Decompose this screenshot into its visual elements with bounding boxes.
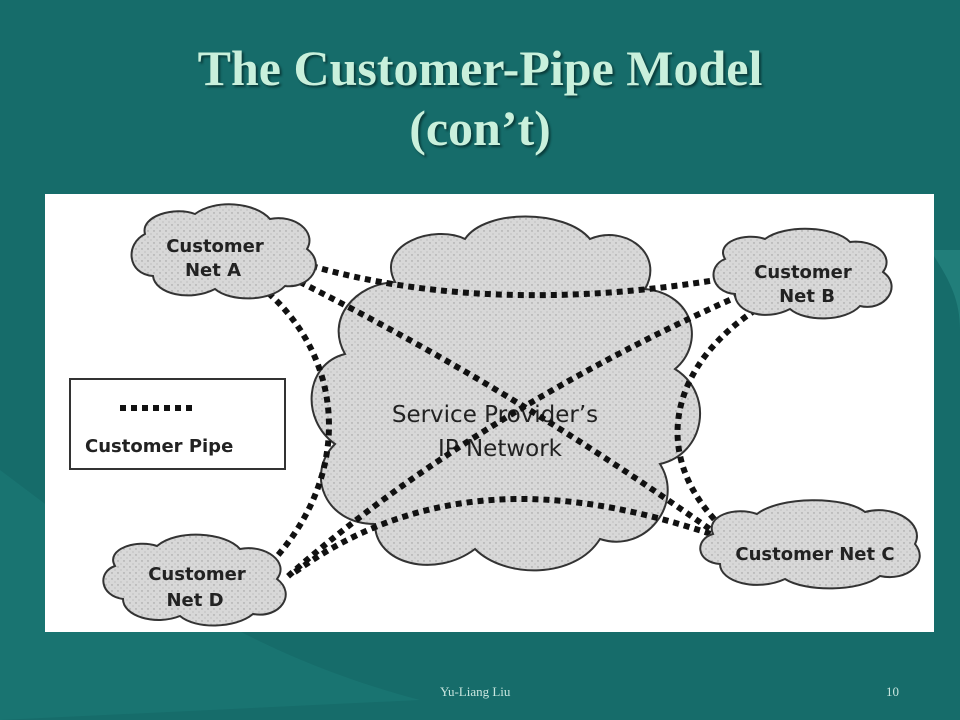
- net-a-line-1: Customer: [166, 236, 264, 257]
- page-number: 10: [886, 684, 899, 699]
- slide-title: The Customer-Pipe Model (con’t): [0, 38, 960, 158]
- net-a-line-2: Net A: [185, 260, 241, 281]
- customer-net-c: Customer Net C: [699, 499, 921, 590]
- pipe-a-b: [279, 253, 751, 299]
- title-line-2: (con’t): [409, 100, 551, 156]
- customer-net-d: Customer Net D: [102, 533, 287, 627]
- pipe-b-c: [674, 301, 767, 542]
- net-d-line-1: Customer: [148, 564, 246, 585]
- net-c-line-1: Customer Net C: [735, 544, 894, 565]
- customer-pipes: [258, 253, 767, 582]
- net-b-line-2: Net B: [779, 286, 835, 307]
- net-b-line-1: Customer: [754, 262, 852, 283]
- legend-label: Customer Pipe: [85, 436, 233, 457]
- customer-net-a: Customer Net A: [130, 203, 317, 300]
- pipe-d-c: [293, 496, 747, 575]
- title-line-1: The Customer-Pipe Model: [197, 40, 763, 96]
- network-diagram: Service Provider’s IP Network Customer N…: [45, 194, 934, 632]
- pipe-a-d: [258, 283, 332, 567]
- diagram-svg: Service Provider’s IP Network Customer N…: [69, 203, 921, 627]
- footer-author: Yu-Liang Liu: [440, 684, 511, 699]
- legend: Customer Pipe: [69, 378, 286, 470]
- customer-net-b: Customer Net B: [712, 227, 893, 320]
- net-d-line-2: Net D: [166, 590, 223, 611]
- pipe-b-d: [283, 288, 752, 582]
